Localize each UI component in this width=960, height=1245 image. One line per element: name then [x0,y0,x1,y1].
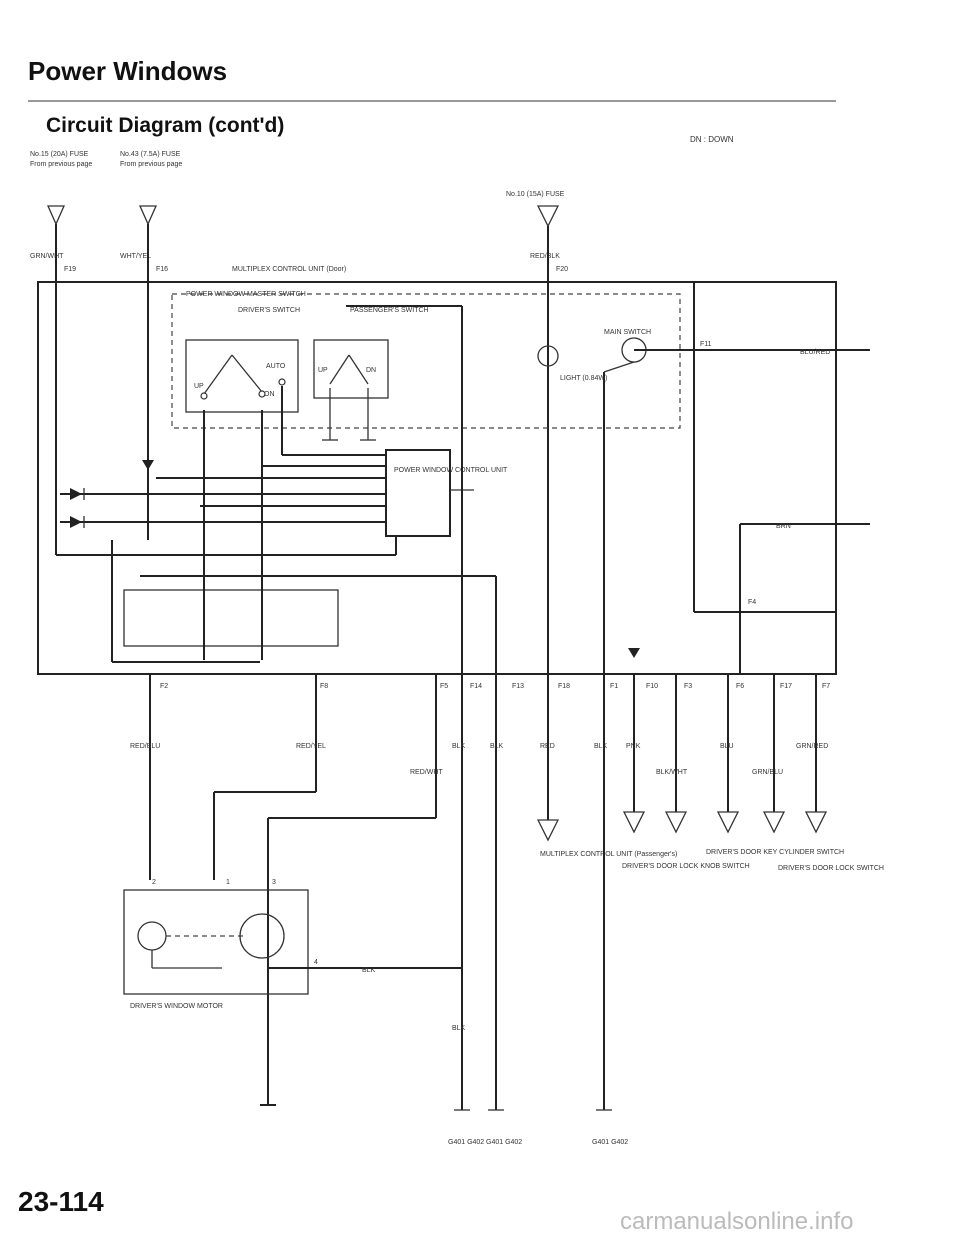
terminal-f5: F5 [440,683,448,690]
master-switch-box [171,293,681,429]
terminal-f2: F2 [160,683,168,690]
wire-blk-2: BLK [490,743,504,750]
door-lock-switch-label: DRIVER'S DOOR LOCK SWITCH [778,865,884,872]
terminal-f6: F6 [736,683,744,690]
wire-blk-motor: BLK [362,967,376,974]
drv-up: UP [194,383,204,390]
terminal-f10: F10 [646,683,658,690]
wire-blu: BLU [720,743,734,750]
from-previous-right: From previous page [120,161,182,168]
fuse-43-arrow [138,205,158,226]
light-label: LIGHT (0.84W) [560,375,607,382]
fuse-15-label: No.15 (20A) FUSE [30,151,89,158]
pwcu [385,449,451,537]
pas-up: UP [318,367,328,374]
passengers-switch-label: PASSENGER'S SWITCH [350,307,429,314]
ground-g401-1: G401 G402 [448,1139,484,1146]
fuse-43-label: No.43 (7.5A) FUSE [120,151,181,158]
wire-blk-1: BLK [452,743,466,750]
key-cylinder-switch-label: DRIVER'S DOOR KEY CYLINDER SWITCH [706,849,844,856]
wire-grn-red: GRN/RED [796,743,828,750]
drv-auto: AUTO [266,363,286,370]
window-motor-label: DRIVER'S WINDOW MOTOR [130,1003,223,1010]
terminal-f13: F13 [512,683,524,690]
pas-dn: DN [366,367,376,374]
terminal-f16: F16 [156,266,168,273]
terminal-f11: F11 [700,341,712,348]
fuse-10-arrow [536,205,560,228]
mcu-label: MULTIPLEX CONTROL UNIT (Door) [232,266,346,273]
wire-pnk: PNK [626,743,641,750]
mcu-passenger-label: MULTIPLEX CONTROL UNIT (Passenger's) [540,851,677,858]
pin-2: 2 [152,879,156,886]
drivers-switch-label: DRIVER'S SWITCH [238,307,300,314]
page-title: Power Windows [28,56,228,86]
wire-red-yel: RED/YEL [296,743,326,750]
dn-legend: DN : DOWN [690,135,734,144]
terminal-f14: F14 [470,683,482,690]
master-switch-label: POWER WINDOW MASTER SWITCH [186,291,306,298]
indicator-light [537,345,559,367]
wire-grn-blu: GRN/BLU [752,769,783,776]
pwcu-label: POWER WINDOW CONTROL UNIT [394,467,508,474]
pulser-icon [239,913,285,959]
fuse-10-label: No.10 (15A) FUSE [506,191,565,198]
terminal-f20: F20 [556,266,568,273]
relay-box [123,589,339,647]
terminal-f3: F3 [684,683,692,690]
wire-red-wht: RED/WHT [410,769,443,776]
from-previous-left: From previous page [30,161,92,168]
fuse-15-arrow [46,205,66,226]
wire-grn-wht: GRN/WHT [30,253,64,260]
wire-red: RED [540,743,555,750]
drivers-switch [185,339,299,413]
motor-icon [137,921,167,951]
pin-4: 4 [314,959,318,966]
watermark: carmanualsonline.info [620,1208,854,1235]
ground-g401-3: G401 G402 [592,1139,628,1146]
main-switch-label: MAIN SWITCH [604,329,651,336]
section-title: Circuit Diagram (cont'd) [46,114,285,137]
wire-blk-ground: BLK [452,1025,466,1032]
terminal-f8: F8 [320,683,328,690]
passengers-switch [313,339,389,399]
page-number: 23-114 [18,1186,104,1217]
terminal-f1: F1 [610,683,618,690]
pin-3: 3 [272,879,276,886]
terminal-f4: F4 [748,599,756,606]
wire-blu-red: BLU/RED [800,349,830,356]
terminal-f18: F18 [558,683,570,690]
ground-g401-2: G401 G402 [486,1139,522,1146]
wire-red-blk: RED/BLK [530,253,560,260]
terminal-f17: F17 [780,683,792,690]
wire-red-blu: RED/BLU [130,743,160,750]
pin-1: 1 [226,879,230,886]
wire-brn: BRN [776,523,791,530]
drv-on: ON [264,391,275,398]
window-motor-box [123,889,309,995]
terminal-f7: F7 [822,683,830,690]
lock-knob-switch-label: DRIVER'S DOOR LOCK KNOB SWITCH [622,863,750,870]
wire-blk-wht: BLK/WHT [656,769,688,776]
terminal-f19: F19 [64,266,76,273]
wire-wht-yel: WHT/YEL [120,253,151,260]
wire-blk-3: BLK [594,743,608,750]
bottom-terminals: F2 F8 F5 F14 F13 F18 F1 F10 F3 F6 F17 F7 [160,683,830,690]
title-rule [28,100,836,102]
